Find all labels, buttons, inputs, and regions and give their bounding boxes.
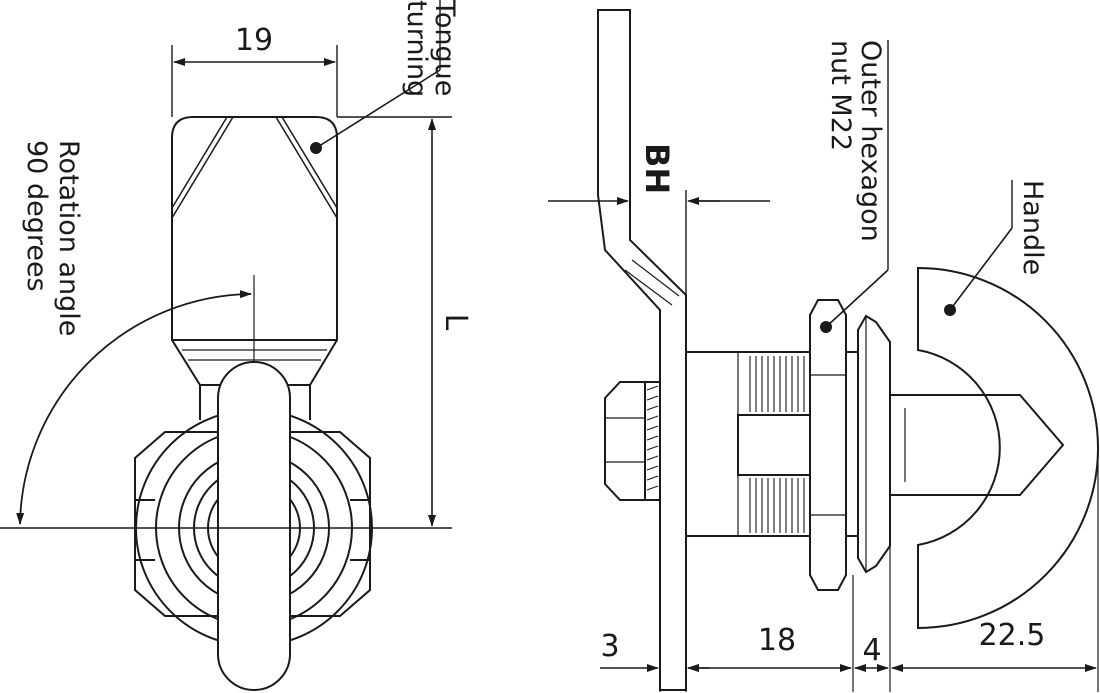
handle-side (917, 266, 1099, 630)
back-nut (604, 381, 646, 501)
dim-18-label: 18 (758, 623, 796, 658)
svg-text:90 degrees: 90 degrees (21, 140, 52, 292)
tongue-leader (315, 69, 441, 149)
thread-pattern (749, 356, 805, 533)
handle-shaft (890, 394, 1065, 496)
hex-nut-leader (825, 269, 889, 328)
dim-3-label: 3 (600, 629, 619, 664)
svg-text:Tongue: Tongue (429, 0, 460, 96)
svg-text:turning: turning (401, 0, 432, 97)
tongue-outline (171, 116, 338, 341)
dim-22-5-label: 22.5 (979, 618, 1046, 653)
handle-leader (949, 227, 1013, 311)
hex-nut-callout: Outer hexagon nut M22 (825, 40, 886, 242)
lock-body (685, 351, 811, 537)
flange (846, 351, 859, 537)
hex-nut-m22 (809, 299, 847, 591)
handle-callout: Handle (1017, 180, 1048, 275)
handle-front (217, 361, 291, 691)
svg-text:Outer hexagon: Outer hexagon (855, 40, 886, 242)
rotation-arc (16, 290, 252, 525)
dim-bh-label: BH (638, 143, 676, 194)
front-view (0, 0, 452, 691)
svg-text:Rotation angle: Rotation angle (53, 140, 84, 336)
washer-serration (646, 385, 659, 491)
dim-19-label: 19 (235, 23, 273, 58)
svg-text:Handle: Handle (1017, 180, 1048, 275)
tongue-turning-callout: Tongue turning (401, 0, 460, 97)
side-view (548, 9, 1099, 692)
tongue-bevel (171, 116, 338, 219)
svg-text:nut M22: nut M22 (825, 40, 856, 151)
dim-l-label: L (438, 314, 473, 331)
dim-4-label: 4 (862, 633, 881, 668)
rotation-angle-callout: Rotation angle 90 degrees (21, 140, 84, 336)
tongue-profile (597, 9, 687, 691)
